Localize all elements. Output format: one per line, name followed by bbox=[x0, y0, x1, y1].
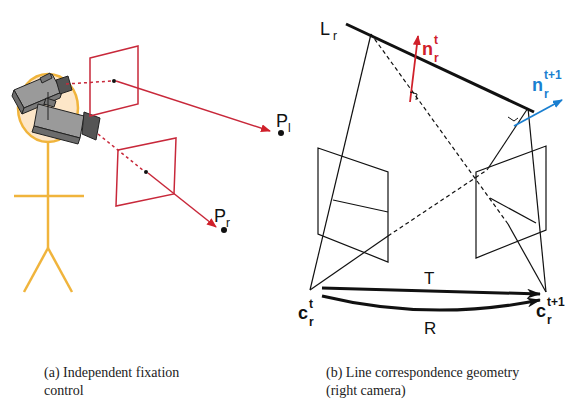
line-name: L bbox=[320, 20, 330, 38]
superscript: t bbox=[434, 34, 438, 46]
point-name: P bbox=[276, 112, 288, 130]
normal-name: n bbox=[422, 40, 433, 58]
subscript: r bbox=[544, 88, 549, 100]
subscript: r bbox=[309, 316, 314, 328]
image-plane bbox=[116, 138, 176, 206]
camera-center: c bbox=[536, 302, 546, 320]
image-plane bbox=[90, 46, 138, 116]
subscript: l bbox=[288, 122, 291, 134]
point-name: P bbox=[214, 207, 226, 225]
normal-name: n bbox=[532, 76, 543, 94]
subscript: r bbox=[333, 30, 337, 42]
translation-label: T bbox=[424, 270, 434, 287]
stick-figure bbox=[14, 74, 84, 292]
superscript: t+1 bbox=[544, 69, 562, 81]
subfigure-caption: (b) Line correspondence geometry (right … bbox=[326, 364, 526, 399]
superscript: t+1 bbox=[547, 296, 565, 308]
rotation-label: R bbox=[424, 320, 436, 337]
line-Lr bbox=[346, 24, 534, 112]
subscript: r bbox=[434, 52, 439, 64]
superscript: t bbox=[309, 298, 313, 310]
subscript: r bbox=[226, 217, 230, 229]
subscript: r bbox=[547, 314, 552, 326]
camera-center: c bbox=[298, 304, 308, 322]
subfigure-caption: (a) Independent fixation control bbox=[44, 364, 194, 399]
